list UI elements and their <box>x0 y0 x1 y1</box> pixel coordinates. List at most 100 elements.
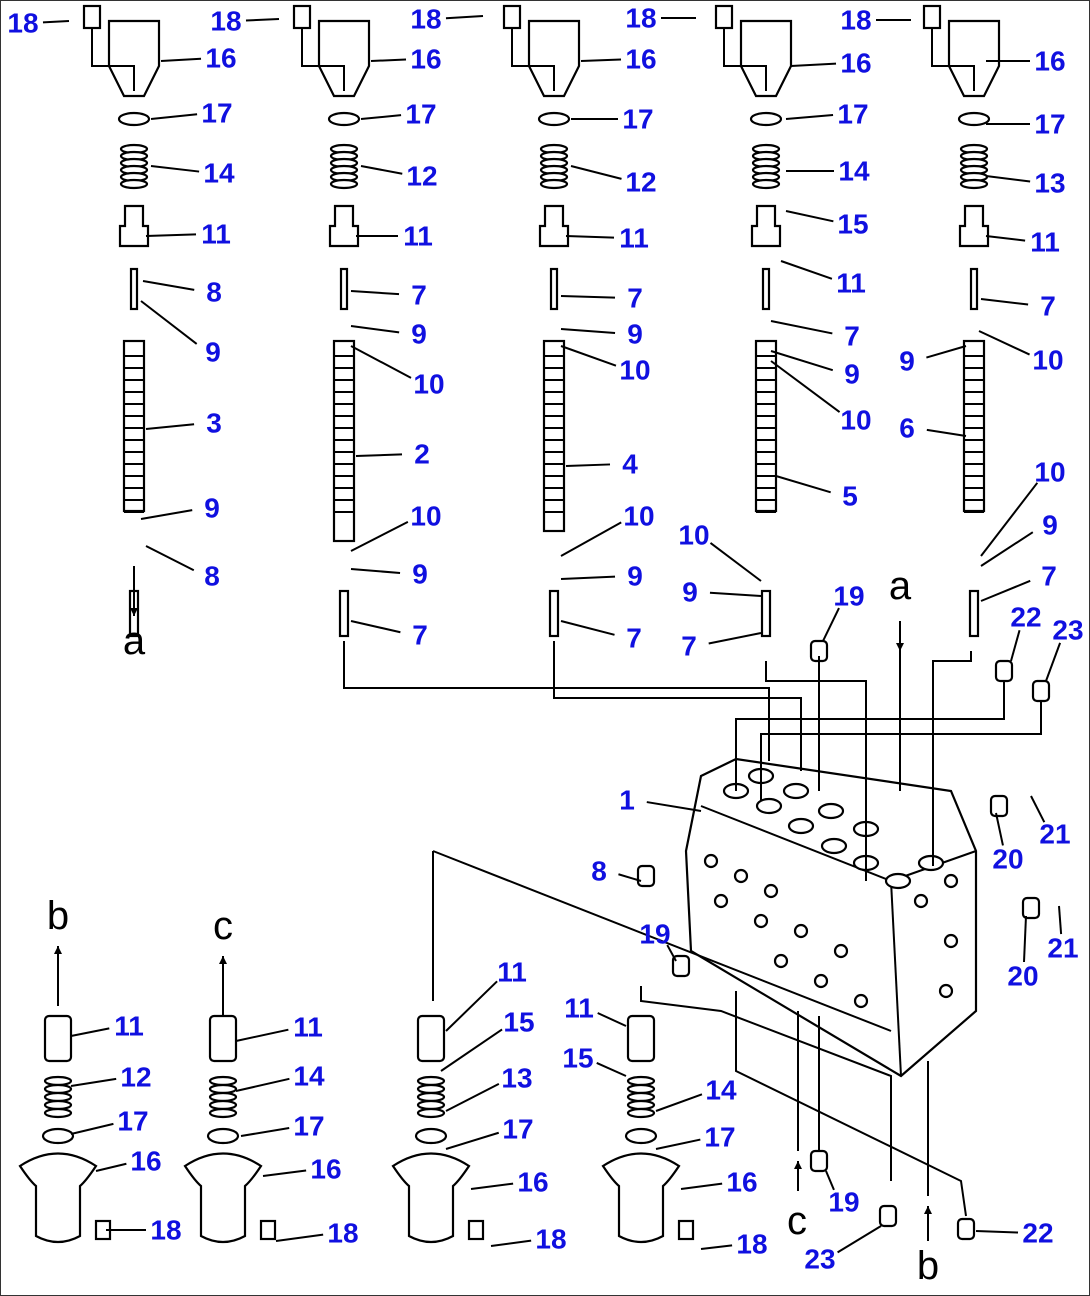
bolt <box>714 4 734 30</box>
bolt <box>922 4 942 30</box>
part-number-label: 15 <box>837 209 868 240</box>
fitting <box>956 1217 976 1241</box>
leader-line <box>1022 915 1027 963</box>
body-hole <box>853 993 869 1009</box>
part-number-label: 9 <box>844 359 860 390</box>
leader-line <box>70 1027 110 1037</box>
pin <box>129 267 139 311</box>
leader-line <box>142 280 195 291</box>
part-number-label: 6 <box>899 413 915 444</box>
spool <box>122 339 146 513</box>
leader-line <box>709 542 762 582</box>
leader-line <box>235 1077 290 1092</box>
part-number-label: 17 <box>837 99 868 130</box>
leader-line <box>580 58 622 62</box>
leader-line <box>140 300 198 345</box>
part-number-label: 7 <box>681 631 697 662</box>
leader-line <box>145 233 197 237</box>
callout-labels: 181617141189398a181617121179102109718161… <box>7 3 1083 1289</box>
part-number-label: 16 <box>410 44 441 75</box>
part-number-label: 19 <box>828 1187 859 1218</box>
leader-line <box>926 345 967 359</box>
leader-line <box>1045 642 1062 682</box>
part-number-label: 19 <box>639 919 670 950</box>
part-number-label: 11 <box>619 223 649 254</box>
leader-line <box>597 1012 627 1027</box>
part-number-label: 7 <box>844 321 860 352</box>
part-number-label: 16 <box>726 1167 757 1198</box>
fitting <box>809 1149 829 1173</box>
port <box>884 872 912 890</box>
leader-line <box>700 1244 733 1250</box>
leader-line <box>780 260 833 280</box>
cover <box>601 1152 681 1244</box>
fitting <box>994 659 1014 683</box>
valve-column <box>714 4 793 638</box>
part-number-label: 14 <box>293 1061 325 1092</box>
leader-line <box>980 531 1034 567</box>
spring-coil <box>626 1107 656 1119</box>
body-hole <box>938 983 954 999</box>
leader-line <box>262 1169 307 1177</box>
part-number-label: 15 <box>562 1043 593 1074</box>
port <box>917 854 945 872</box>
spool <box>754 339 778 513</box>
body-hole <box>753 913 769 929</box>
part-number-label: 16 <box>310 1154 341 1185</box>
part-number-label: 9 <box>627 319 643 350</box>
o-ring <box>537 111 571 127</box>
spring-coil <box>416 1091 446 1103</box>
body-hole <box>793 923 809 939</box>
spring-coil <box>626 1083 656 1095</box>
spring-coil <box>416 1083 446 1095</box>
end-cap-assembly <box>391 1014 485 1244</box>
spring-coil <box>626 1099 656 1111</box>
spring-coil <box>626 1075 656 1087</box>
spring-coil <box>208 1083 238 1095</box>
part-number-label: 14 <box>203 158 235 189</box>
leader-line <box>709 591 762 597</box>
leader-line <box>560 521 622 557</box>
leader-line <box>980 579 1031 602</box>
part-number-label: 9 <box>1042 510 1058 541</box>
leader-line <box>570 165 622 180</box>
part-number-label: 13 <box>1034 168 1065 199</box>
part-number-label: 18 <box>410 4 441 35</box>
port <box>782 782 810 800</box>
leader-line <box>350 290 400 296</box>
port <box>755 797 783 815</box>
spring-coil <box>43 1107 73 1119</box>
leader-line <box>1030 795 1046 823</box>
arrow-head <box>54 946 62 954</box>
pin <box>339 267 349 311</box>
part-number-label: 10 <box>1034 457 1065 488</box>
leader-line <box>70 1077 117 1087</box>
part-number-label: 21 <box>1039 819 1070 850</box>
part-number-label: 11 <box>564 993 594 1024</box>
leader-line <box>822 607 840 642</box>
leader-line <box>708 632 762 645</box>
part-number-label: 9 <box>682 577 698 608</box>
leader-line <box>680 1182 723 1190</box>
leader-line <box>1010 629 1021 662</box>
leader-line <box>275 1233 324 1242</box>
piston <box>118 204 150 248</box>
leader-line <box>666 944 677 962</box>
leader-line <box>350 521 409 552</box>
valve-body <box>684 757 978 1078</box>
leader-line <box>985 175 1031 183</box>
leader-line <box>565 463 611 467</box>
leader-line <box>837 1225 882 1254</box>
leader-line <box>618 873 642 882</box>
stem <box>968 589 980 638</box>
part-number-label: 12 <box>625 167 656 198</box>
leader-line <box>470 1182 514 1190</box>
piston <box>958 204 990 248</box>
part-number-label: 7 <box>626 623 642 654</box>
part-number-label: 11 <box>497 957 527 988</box>
spring-coil <box>43 1099 73 1111</box>
piston <box>416 1014 446 1063</box>
part-number-label: 12 <box>406 161 437 192</box>
spool <box>542 339 566 533</box>
